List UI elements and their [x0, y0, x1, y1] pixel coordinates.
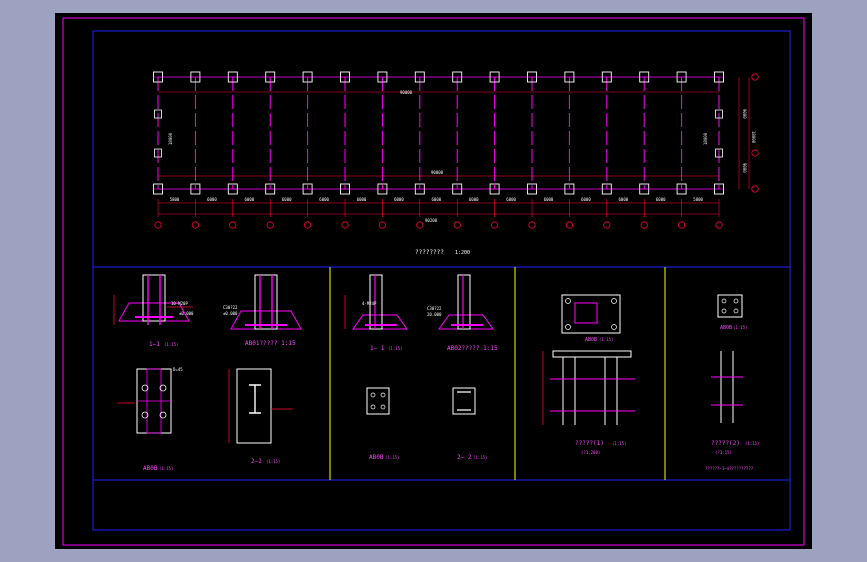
plan-span-right: 18000 — [703, 132, 708, 145]
d7-scale: (1:15) — [385, 455, 399, 460]
plan-bay-dim: 6000 — [207, 197, 217, 202]
d1-scale: (1:15) — [164, 342, 178, 347]
plan-side-dim-2: 9000 — [742, 163, 747, 173]
d2-anno2: ±0.000 — [223, 311, 238, 316]
detail-anchor-bolt-group-1: AB0B (1:15) ?????(1) (1:15) (?1:200) — [542, 294, 635, 455]
d4-anno1: 20.000 — [427, 312, 442, 317]
plan-axis-bubble — [603, 221, 611, 229]
plan-axis-bubble — [640, 221, 648, 229]
plan-axis-bubble — [677, 221, 686, 229]
plan-bay-dim: 6000 — [432, 197, 442, 202]
d4-label: AB02????? 1:15 — [447, 345, 498, 352]
d10-scale: (1:15) — [733, 325, 747, 330]
plan-end-column — [154, 148, 162, 158]
d1-anno-elev: ±0.000 — [179, 311, 194, 316]
plan-bay-dim: 5800 — [170, 197, 180, 202]
detail-section-2-2: 2—2 (1:15) — [228, 368, 293, 465]
d5-anno: D=45 — [173, 367, 183, 372]
detail-section-2-2-small: 2— 2 (1:15) — [452, 387, 487, 461]
plan-bay-dim: 6000 — [506, 197, 516, 202]
plan-columns — [153, 71, 724, 195]
footnote: ??????—1—4?????????? — [705, 466, 754, 471]
plan-row-bubble — [751, 185, 759, 193]
plan-axis-bubble — [341, 221, 349, 229]
plan-bay-dim: 6000 — [656, 197, 666, 202]
plan-axis-bubble — [528, 221, 536, 229]
plan-grid-lines — [157, 76, 720, 190]
d1-anno-bolts: 10-M20P — [171, 301, 188, 306]
d3-scale: (1:15) — [388, 346, 402, 351]
drawing-canvas[interactable]: 5800 6000 6000 6000 6000 6000 6000 6000 6000 6000… — [55, 13, 812, 549]
plan-total-dim: 90200 — [425, 218, 438, 223]
d7-label: AB0B — [369, 454, 384, 461]
d6-label: 2—2 — [251, 458, 262, 465]
plan-row-bubble — [751, 149, 759, 157]
plan-axis-bubble — [378, 221, 386, 229]
detail-column-base-ab01: C30?22 ±0.000 AB01????? 1:15 — [223, 274, 302, 347]
plan-bay-dim: 6000 — [282, 197, 292, 202]
plan-bay-dim: 6000 — [619, 197, 629, 202]
plan-axis-bubble — [266, 221, 274, 229]
d9-elev-label: ?????(1) — [575, 440, 604, 447]
d8-scale: (1:15) — [473, 455, 487, 460]
plan-title-scale: 1:200 — [455, 250, 470, 256]
d9-label: AB0B — [585, 337, 597, 343]
d3-anno1: 4-M24P — [362, 301, 377, 306]
plan-bottom-overall-dim: 90000 — [431, 170, 444, 175]
outer-frame — [62, 17, 805, 546]
plan-span-left: 18000 — [168, 132, 173, 145]
plan-axis-bubble — [154, 221, 162, 229]
plan-title: ???????? — [415, 249, 444, 256]
plan-axis-bubble — [304, 221, 312, 229]
d3-anno2: C30?22 — [427, 306, 442, 311]
plan-axis-bubble — [229, 221, 237, 229]
plan-row-bubble — [751, 73, 759, 81]
detail-base-plate-plan: D=45 AB0B (1:15) — [117, 367, 183, 472]
d10-label: AB0B — [720, 325, 732, 331]
plan-bay-dim: 6000 — [469, 197, 479, 202]
detail-anchor-bolt-group-2: AB0B (1:15) ?????(2) (1:15) (?1:15) ????… — [705, 294, 759, 471]
detail-column-base-3: 4-M24P 1— 1 (1:15) — [344, 274, 408, 352]
plan-bay-dim: 6000 — [581, 197, 591, 202]
plan-axis-bubble — [565, 221, 574, 229]
plan-side-dim-3: 18000 — [751, 131, 756, 144]
plan-top-overall-dim: 90000 — [400, 90, 413, 95]
plan-axis-bubble — [715, 221, 723, 229]
plan-bay-dim: 6000 — [357, 197, 367, 202]
d5-scale: (1:15) — [159, 466, 173, 471]
plan-end-column — [715, 148, 723, 158]
d1-label: 1—1 — [149, 341, 160, 348]
plan-side-dim-1: 9000 — [742, 109, 747, 119]
d3-label: 1— 1 — [370, 345, 385, 352]
detail-plate-ab0b-small: AB0B (1:15) — [366, 387, 399, 461]
detail-column-base-1: 10-M20P ±0.000 1—1 (1:15) — [113, 274, 194, 348]
plan-bay-dim: 6000 — [319, 197, 329, 202]
d9-elev-sub: (?1:200) — [581, 450, 600, 455]
d6-scale: (1:15) — [266, 459, 280, 464]
plan-dimensions: 5800 6000 6000 6000 6000 6000 6000 6000 6000 6000… — [154, 73, 759, 229]
d8-label: 2— 2 — [457, 454, 472, 461]
d10-elev-sub: (?1:15) — [715, 450, 732, 455]
plan-axis-bubble — [453, 221, 461, 229]
column-plan: 5800 6000 6000 6000 6000 6000 6000 6000 6000 6000… — [153, 71, 759, 256]
plan-bay-dim: 5800 — [693, 197, 703, 202]
plan-bay-dim: 6000 — [245, 197, 255, 202]
d10-elev-scale: (1:15) — [745, 441, 759, 446]
detail-column-base-ab02: C30?22 20.000 AB02????? 1:15 — [427, 274, 498, 352]
d9-scale: (1:15) — [599, 337, 613, 342]
plan-axis-bubble — [490, 221, 499, 229]
d10-elev-label: ?????(2) — [711, 440, 740, 447]
cad-drawing: 5800 6000 6000 6000 6000 6000 6000 6000 6000 6000… — [62, 17, 805, 546]
plan-axis-bubble — [191, 221, 199, 229]
plan-bay-dim: 6000 — [394, 197, 404, 202]
plan-bay-dim: 6000 — [544, 197, 554, 202]
d2-label: AB01????? 1:15 — [245, 340, 296, 347]
plan-end-column — [154, 109, 162, 119]
plan-end-column — [715, 109, 723, 119]
inner-frame — [92, 30, 791, 531]
d2-anno1: C30?22 — [223, 305, 238, 310]
d9-elev-scale: (1:15) — [612, 441, 626, 446]
plan-axis-bubble — [416, 221, 424, 229]
d5-label: AB0B — [143, 465, 158, 472]
